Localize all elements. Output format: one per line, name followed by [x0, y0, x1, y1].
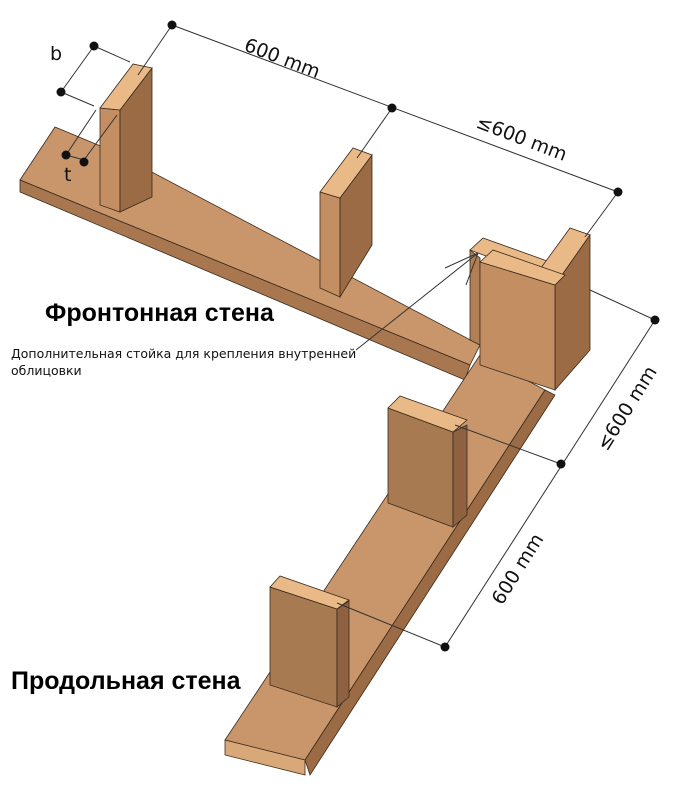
stud-4 [269, 575, 350, 708]
stud-3 [387, 395, 468, 528]
dimension-dots [56, 20, 660, 652]
corner-studs [469, 227, 591, 392]
stud-2 [319, 147, 373, 299]
long-wall-label: Продольная стена [11, 667, 241, 695]
extra-stud-note: Дополнительная стойка для крепления внут… [11, 346, 357, 378]
front-wall-label: Фронтонная стена [45, 299, 274, 327]
stud-1 [99, 63, 153, 213]
dim-right-spacing-1: ≤600 mm [593, 362, 662, 454]
dim-top-spacing-2: ≤600 mm [473, 111, 570, 166]
front-wall-bottom-plate [19, 126, 481, 381]
dim-b: b [50, 43, 62, 65]
dim-right-spacing-2: 600 mm [488, 530, 549, 609]
dim-top-spacing-1: 600 mm [241, 34, 323, 83]
dim-t: t [64, 164, 71, 186]
